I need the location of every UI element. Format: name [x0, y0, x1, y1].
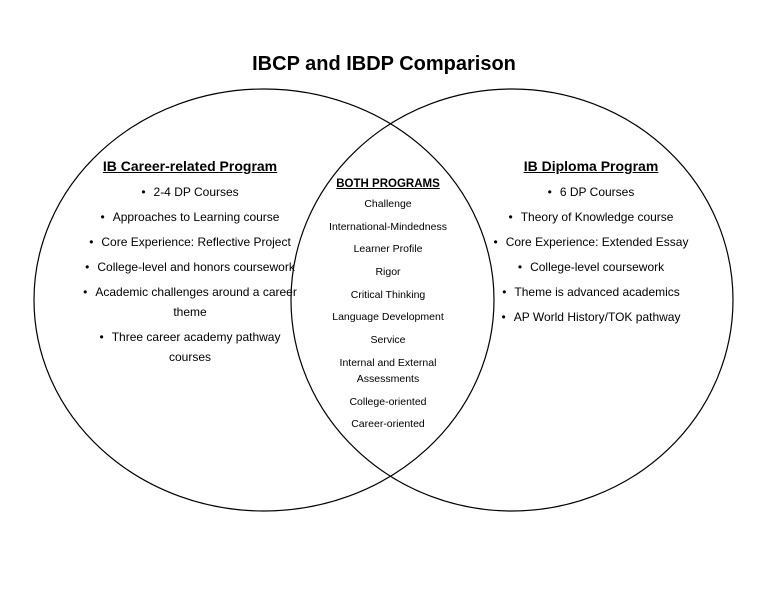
list-item: • College-level and honors coursework	[80, 257, 300, 277]
list-item-text: Career-oriented	[351, 418, 425, 431]
list-item-text: Challenge	[364, 198, 412, 210]
right-list: • 6 DP Courses • Theory of Knowledge course…	[482, 182, 700, 327]
bullet-icon: •	[141, 185, 146, 199]
list-item: • Core Experience: Reflective Project	[80, 232, 300, 252]
bullet-icon: •	[508, 210, 513, 224]
bullet-icon: •	[501, 310, 506, 324]
list-item: Learner Profile	[313, 241, 463, 257]
list-item: • Academic challenges around a career the…	[80, 282, 300, 322]
list-item: College-oriented	[313, 394, 463, 410]
left-list: • 2-4 DP Courses • Approaches to Learning c…	[80, 182, 300, 367]
right-section: IB Diploma Program • 6 DP Courses • Theory …	[482, 158, 700, 332]
list-item-text: AP World History/TOK pathway	[513, 310, 681, 324]
list-item-text: International-Mindedness	[329, 220, 447, 233]
right-circle	[290, 88, 734, 512]
list-item-text: Theory of Knowledge course	[520, 210, 674, 224]
list-item: Rigor	[313, 264, 463, 280]
bullet-icon: •	[502, 285, 507, 299]
bullet-icon: •	[85, 260, 90, 274]
list-item: Career-oriented	[313, 416, 463, 432]
bullet-icon: •	[99, 330, 104, 344]
left-heading: IB Career-related Program	[102, 158, 278, 174]
list-item-text: Critical Thinking	[350, 288, 426, 301]
list-item-text: College-level and honors coursework	[97, 260, 295, 274]
list-item-text: College-level coursework	[530, 260, 665, 274]
list-item: • Core Experience: Extended Essay	[482, 232, 700, 252]
list-item: • AP World History/TOK pathway	[482, 307, 700, 327]
list-item: Critical Thinking	[313, 287, 463, 303]
list-item-text: College-oriented	[349, 395, 427, 408]
list-item: • Theme is advanced academics	[482, 282, 700, 302]
bullet-icon: •	[517, 260, 523, 274]
left-circle	[33, 88, 495, 512]
bullet-icon: •	[89, 235, 94, 249]
list-item-text: Learner Profile	[353, 243, 423, 256]
bullet-icon: •	[100, 210, 105, 224]
list-item-text: 2-4 DP Courses	[153, 185, 239, 199]
list-item: • Theory of Knowledge course	[482, 207, 700, 227]
list-item-text: Internal and External Assessments	[339, 356, 437, 385]
list-item-text: Academic challenges around a career them…	[95, 285, 297, 319]
list-item-text: Three career academy pathway courses	[111, 330, 281, 364]
bullet-icon: •	[547, 185, 552, 199]
list-item: Internal and External Assessments	[313, 355, 463, 387]
list-item-text: Core Experience: Extended Essay	[505, 235, 689, 249]
list-item: • 6 DP Courses	[482, 182, 700, 202]
bullet-icon: •	[83, 285, 88, 299]
list-item: International-Mindedness	[313, 219, 463, 235]
right-heading: IB Diploma Program	[523, 158, 659, 174]
list-item-text: Language Development	[332, 311, 444, 324]
list-item: • Approaches to Learning course	[80, 207, 300, 227]
list-item-text: 6 DP Courses	[559, 185, 635, 199]
diagram-title: IBCP and IBDP Comparison	[252, 53, 516, 75]
list-item-text: Theme is advanced academics	[514, 285, 680, 299]
bullet-icon: •	[493, 235, 498, 249]
list-item: Service	[313, 332, 463, 348]
list-item: • Three career academy pathway courses	[80, 327, 300, 367]
middle-heading: BOTH PROGRAMS	[336, 178, 440, 190]
list-item-text: Service	[370, 334, 406, 347]
list-item-text: Approaches to Learning course	[112, 210, 280, 224]
list-item: Challenge	[313, 196, 463, 212]
list-item: • 2-4 DP Courses	[80, 182, 300, 202]
list-item-text: Core Experience: Reflective Project	[101, 235, 291, 249]
list-item-text: Rigor	[375, 266, 401, 279]
left-section: IB Career-related Program • 2-4 DP Course…	[80, 158, 300, 372]
list-item: • College-level coursework	[482, 257, 700, 277]
list-item: Language Development	[313, 309, 463, 325]
